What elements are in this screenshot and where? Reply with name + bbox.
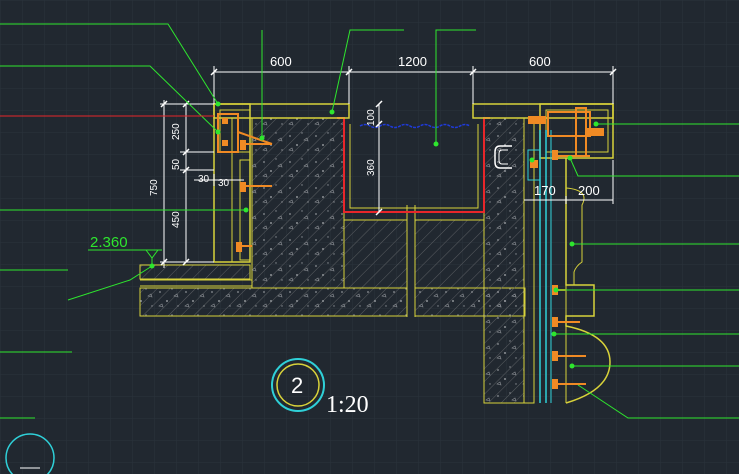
top-dim-middle: 1200 [398,54,427,69]
right-concrete-wall [483,117,525,404]
leader-dots [149,101,599,369]
pool-edge-clip [494,145,512,169]
top-dim-left: 600 [270,54,292,69]
dim-upper-height: 250 [171,123,182,140]
leader-lines [0,23,739,419]
detail-scale: 1:20 [326,392,369,418]
dim-lower-height: 450 [171,211,182,228]
left-dimension-lines [160,100,244,268]
dim-right-b: 200 [578,183,600,198]
top-dimension-line [210,66,617,104]
dim-water-depth: 360 [366,159,377,176]
left-concrete-wall [251,117,345,289]
right-dimension-line [524,160,614,204]
elevation-label: 2.360 [90,234,128,251]
dim-small-a: 30 [198,174,210,185]
break-line [406,205,416,317]
dim-middle-height: 50 [171,158,182,170]
glass-panel [527,130,552,403]
partial-section-marker [5,433,55,474]
left-steel-brackets [217,113,273,252]
dim-right-a: 170 [534,183,556,198]
detail-number: 2 [291,373,303,398]
detail-tag-circle [271,358,325,412]
inner-dimension-line [375,100,383,216]
floor-slab [139,264,526,317]
dim-total-height: 750 [149,179,160,196]
top-dim-right: 600 [529,54,551,69]
elevation-marker [88,249,162,266]
dim-small-b: 30 [218,178,230,189]
dim-freeboard: 100 [366,109,377,126]
